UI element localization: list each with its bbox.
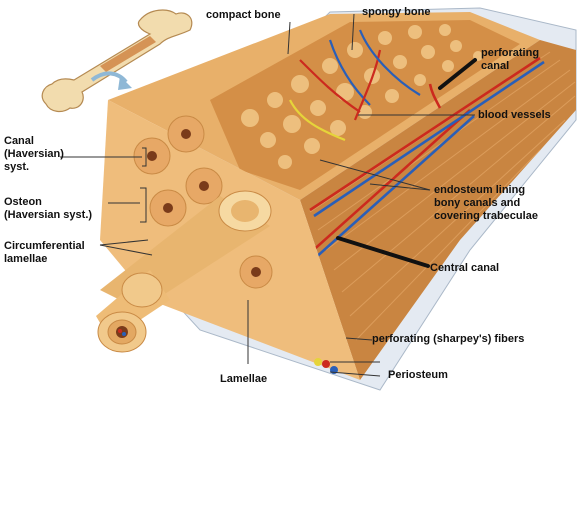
label-perforating-fibers: perforating (sharpey's) fibers xyxy=(372,333,525,345)
bold-pointers xyxy=(336,58,477,268)
label-compact-bone: compact bone xyxy=(206,9,281,21)
zoom-arrow xyxy=(90,71,132,90)
label-pointers xyxy=(60,13,475,377)
label-central-canal: Central canal xyxy=(430,262,500,274)
long-bone-inset xyxy=(41,9,193,113)
label-spongy-bone: spongy bone xyxy=(362,6,431,18)
label-periosteum: Periosteum xyxy=(388,369,448,381)
side-lamellae-lines xyxy=(309,51,576,341)
bone-side-face xyxy=(300,40,576,380)
label-endosteum: endosteum lining bony canals and coverin… xyxy=(434,184,538,222)
spongy-blood-vessels xyxy=(289,29,421,142)
osteons xyxy=(133,115,273,289)
label-canal-haversian: Canal (Haversian) syst. xyxy=(4,135,64,173)
osteon-cylinder xyxy=(96,190,272,353)
label-lamellae: Lamellae xyxy=(220,373,268,385)
label-circumferential-lamellae: Circumferential lamellae xyxy=(4,240,85,265)
label-osteon: Osteon (Haversian syst.) xyxy=(4,196,93,221)
trabeculae-pattern xyxy=(241,24,483,169)
side-canal-vessels xyxy=(299,56,545,269)
label-blood-vessels: blood vessels xyxy=(478,109,551,121)
label-perforating-canal: perforating canal xyxy=(481,47,540,72)
